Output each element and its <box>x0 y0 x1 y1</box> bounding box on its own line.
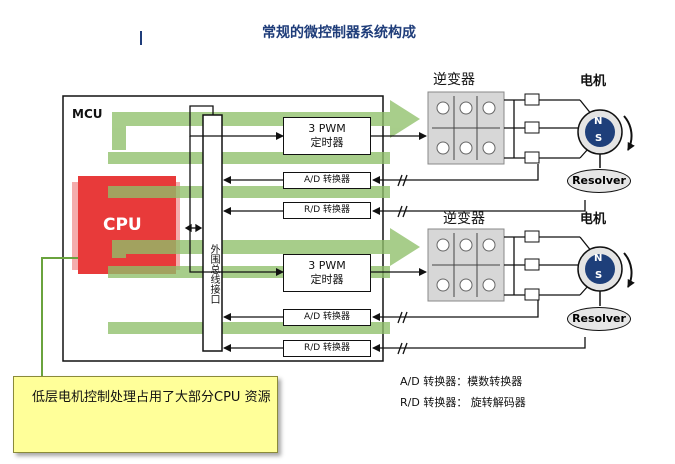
rotor-s-1: S <box>595 133 603 144</box>
rotor-n-2: N <box>594 253 603 264</box>
pwm-timer-block-2: 3 PWM 定时器 <box>283 254 371 292</box>
legend-ad: A/D 转换器：模数转换器 <box>400 375 523 388</box>
motor-label-2: 电机 <box>580 212 607 227</box>
bus-connectors <box>189 105 284 352</box>
text-cursor-mark <box>140 31 142 45</box>
pwm-timer-line1: 3 PWM <box>308 122 346 135</box>
rotor-n-1: N <box>594 116 603 127</box>
motor-label-1: 电机 <box>580 74 607 89</box>
inverter-label-2: 逆变器 <box>443 211 485 227</box>
motor-2 <box>577 246 635 306</box>
motor-1 <box>577 109 635 168</box>
ad-converter-block-2: A/D 转换器 <box>283 309 371 326</box>
rd-converter-block-2: R/D 转换器 <box>283 340 371 357</box>
note-text: 低层电机控制处理占用了大部分CPU 资源 <box>32 390 271 405</box>
mcu-frame <box>62 95 384 362</box>
signal-lines <box>371 132 586 352</box>
break-marks <box>397 174 408 355</box>
pwm-timer-line2: 定时器 <box>310 136 344 149</box>
pwm-timer-block-1: 3 PWM 定时器 <box>283 117 371 155</box>
mcu-label: MCU <box>72 107 103 121</box>
ad-converter-block-1: A/D 转换器 <box>283 172 371 189</box>
diagram-title: 常规的微控制器系统构成 <box>262 25 416 41</box>
cpu-label: CPU <box>103 215 142 235</box>
inverter-1 <box>427 91 505 165</box>
pwm-timer-line1: 3 PWM <box>308 259 346 272</box>
current-sensors-1 <box>524 93 540 164</box>
resolver-1: Resolver <box>567 169 631 193</box>
rd-converter-block-1: R/D 转换器 <box>283 202 371 219</box>
inverter-label-1: 逆变器 <box>433 72 475 88</box>
rotor-s-2: S <box>595 270 603 281</box>
inverter-2 <box>427 228 505 302</box>
pwm-timer-line2: 定时器 <box>310 273 344 286</box>
current-sensors-2 <box>524 230 540 301</box>
legend-rd: R/D 转换器： 旋转解码器 <box>400 396 526 409</box>
peripheral-bus-label: 外围总线接口 <box>208 244 219 304</box>
note-box <box>13 376 278 453</box>
resolver-2: Resolver <box>567 307 631 331</box>
